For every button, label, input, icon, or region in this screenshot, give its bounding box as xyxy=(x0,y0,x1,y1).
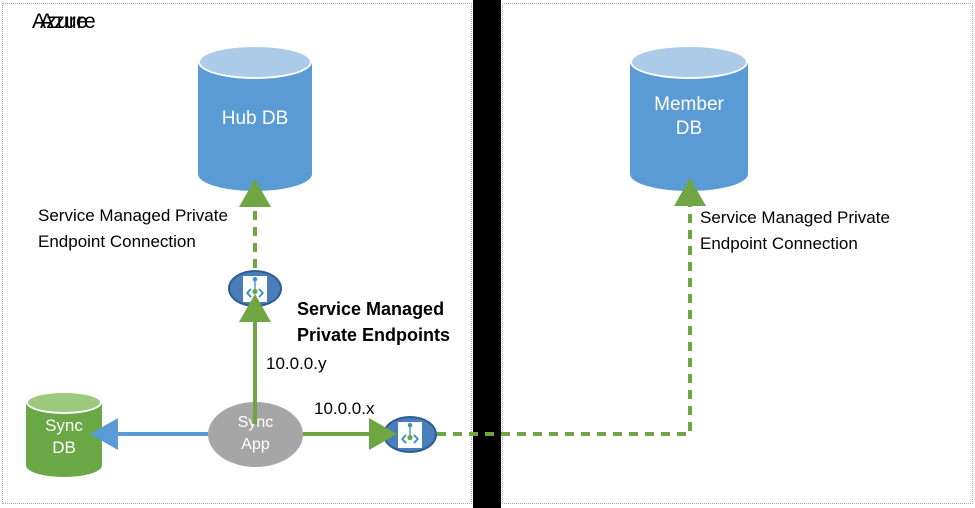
sync-db-label: Sync DB xyxy=(45,416,83,457)
label-service-managed-private-endpoints: Service Managed Private Endpoints xyxy=(297,299,451,345)
hub-db-label: Hub DB xyxy=(221,108,289,129)
hub-db-node: Hub DB xyxy=(198,45,312,191)
cylinder-body xyxy=(630,62,748,174)
network-boundary-divider xyxy=(473,0,501,508)
cylinder-top-ellipse xyxy=(26,391,102,414)
label-left-connection: Service Managed Private Endpoint Connect… xyxy=(38,206,228,251)
panel-title-right: Azure xyxy=(40,10,96,33)
panel-title-left: Azure xyxy=(32,10,88,33)
sync-app-label: Sync App xyxy=(237,414,274,453)
sync-app-node: Sync App xyxy=(208,402,303,467)
label-ip-address-x: 10.0.0.x xyxy=(314,399,375,418)
label-right-connection: Service Managed Private Endpoint Connect… xyxy=(700,208,890,253)
member-db-node: Member DB xyxy=(630,45,748,191)
cylinder-body xyxy=(198,62,312,174)
private-link-icon xyxy=(398,421,422,448)
sync-db-node: Sync DB xyxy=(26,391,102,477)
cylinder-top-ellipse xyxy=(198,45,312,79)
private-endpoint-member xyxy=(383,416,437,453)
private-link-icon xyxy=(243,275,267,302)
cylinder-top-ellipse xyxy=(630,45,748,79)
private-endpoint-hub xyxy=(228,270,282,307)
member-db-label: Member DB xyxy=(654,94,724,139)
label-ip-address-y: 10.0.0.y xyxy=(266,354,327,373)
